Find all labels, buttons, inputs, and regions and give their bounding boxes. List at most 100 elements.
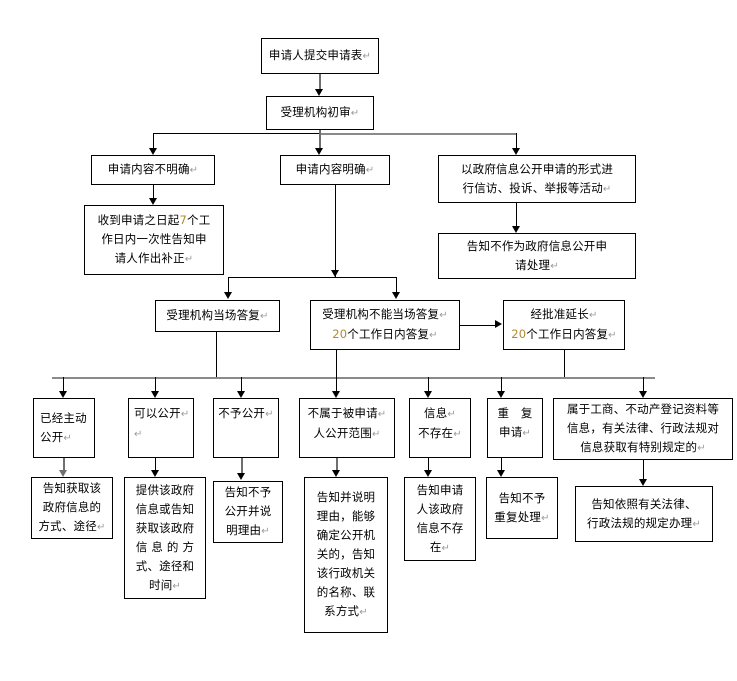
node-result-notexist-line4: 在 <box>429 539 442 554</box>
connector-duplicate-to-result <box>501 458 502 472</box>
node-not-exist-line1: 信息 <box>424 406 448 420</box>
arrowhead-to-duplicate <box>497 391 505 398</box>
pilcrow-mark: ↵ <box>550 260 559 272</box>
node-result-nopub-line2: 公开并说 <box>224 504 272 518</box>
node-no-public: 不予公开↵ <box>213 398 279 458</box>
arrowhead-clear-down <box>331 270 339 277</box>
arrowhead-submit-to-review <box>315 89 323 96</box>
node-disguised-line1: 以政府信息公开申请的形式进 <box>460 161 614 176</box>
node-duplicate-request: 重 复 申请↵ <box>487 398 543 458</box>
node-result-can-line4: 信 息 的 方 <box>135 539 195 554</box>
pilcrow-mark: ↵ <box>522 428 531 439</box>
pilcrow-mark: ↵ <box>134 429 143 440</box>
pilcrow-mark: ↵ <box>365 165 375 176</box>
node-special-reg-line1: 属于工商、不动产登记资料等 <box>566 402 720 416</box>
arrowhead-duplicate-result <box>497 470 505 477</box>
node-submit-line1: 申请人提交申请表 <box>268 48 363 62</box>
node-result-can-line6: 时间 <box>149 577 173 592</box>
pilcrow-mark: ↵ <box>692 518 701 530</box>
pilcrow-mark: ↵ <box>602 183 612 195</box>
node-result-already-line1: 告知获取该 <box>42 481 102 495</box>
pilcrow-mark: ↵ <box>180 409 190 420</box>
node-extended-days: 20 <box>511 327 527 341</box>
node-onsite-reply: 受理机构当场答复↵ <box>155 300 280 332</box>
node-result-scope-line7: 系方式 <box>324 604 360 618</box>
connector-bar-to-duplicate <box>501 377 502 393</box>
connector-not-exist-to-result <box>428 458 429 472</box>
node-already-public-line2: 公开 <box>40 429 64 444</box>
node-notgov-line2: 请处理 <box>515 257 551 272</box>
node-submit-application: 申请人提交申请表↵ <box>261 38 379 74</box>
node-extended-line2: 个工作日内答复 <box>526 327 609 341</box>
node-initial-review-line1: 受理机构初审 <box>280 105 351 119</box>
node-result-already-line2: 政府信息的 <box>42 500 102 514</box>
connector-bar-to-no-public <box>241 377 242 393</box>
node-disguised-request: 以政府信息公开申请的形式进 行信访、投诉、举报等活动↵ <box>438 155 636 203</box>
connector-notonsite-to-extended <box>460 325 496 326</box>
pilcrow-mark: ↵ <box>189 165 199 176</box>
node-notgov-line1: 告知不作为政府信息公开申 <box>466 238 608 253</box>
node-out-of-scope: 不属于被申请↵ 人公开范围↵ <box>299 398 395 458</box>
node-result-can-line1: 提供该政府 <box>135 482 195 497</box>
connector-no-public-to-result <box>241 458 243 475</box>
node-result-nopub-line1: 告知不予 <box>224 485 272 499</box>
pilcrow-mark: ↵ <box>371 429 381 440</box>
arrowhead-to-extended <box>495 320 502 328</box>
arrowhead-no-public-result <box>237 473 245 480</box>
node-result-can-line3: 获取该政府 <box>135 520 195 535</box>
node-duplicate-line2: 申请 <box>499 425 523 439</box>
node-content-clear-line1: 申请内容明确 <box>295 162 366 176</box>
node-result-nopub-line3: 明理由 <box>226 523 262 537</box>
pilcrow-mark: ↵ <box>447 409 456 420</box>
connector-clear-down <box>335 185 336 277</box>
pilcrow-mark: ↵ <box>260 311 269 322</box>
node-special-reg-line2: 信息，有关法律、行政法规对 <box>566 421 720 435</box>
node-result-not-exist: 告知申请 人该政府 信息不存 在↵ <box>404 477 476 561</box>
pilcrow-mark: ↵ <box>350 108 360 119</box>
pilcrow-mark: ↵ <box>184 254 194 265</box>
node-notonsite-line1: 受理机构不能当场答复 <box>322 307 440 321</box>
pilcrow-mark: ↵ <box>359 607 368 618</box>
node-result-already-line3: 方式、途径 <box>38 519 97 533</box>
node-extended-reply: 经批准延长↵ 20个工作日内答复↵ <box>503 300 625 350</box>
arrowhead-to-no-public <box>237 391 245 398</box>
connector-disguised-to-notgov <box>516 203 517 228</box>
node-content-unclear-line1: 申请内容不明确 <box>107 162 190 176</box>
node-result-can-line5: 式、途径和 <box>135 558 195 573</box>
node-can-public: 可以公开↵ ↵ <box>128 398 194 458</box>
node-out-of-scope-line1: 不属于被申请 <box>307 406 378 420</box>
connector-fanout-bar-level3 <box>228 277 396 278</box>
node-result-can-line2: 信息或告知 <box>135 501 195 516</box>
arrowhead-to-can-public <box>151 391 159 398</box>
node-result-out-of-scope: 告知并说明 理由，能够 确定公开机 关的，告知 该行政机关 的名称、联 系方式↵ <box>304 477 388 633</box>
connector-bar-to-out-of-scope <box>336 377 337 393</box>
node-result-scope-line1: 告知并说明 <box>316 490 376 504</box>
connector-extended-down <box>564 350 565 378</box>
node-result-can-public: 提供该政府 信息或告知 获取该政府 信 息 的 方 式、途径和 时间↵ <box>124 477 206 599</box>
node-result-duplicate: 告知不予 重复处理↵ <box>486 477 558 539</box>
connector-fanout-to-onsite <box>228 277 229 294</box>
node-can-public-line1: 可以公开 <box>134 406 181 420</box>
connector-bar-to-can-public <box>155 377 156 393</box>
node-correction-days: 7 <box>179 213 188 227</box>
node-result-dup-line2: 重复处理 <box>494 509 542 524</box>
node-not-onsite-reply: 受理机构不能当场答复↵ 20个工作日内答复↵ <box>310 300 460 350</box>
connector-unclear-to-correction <box>153 185 154 200</box>
connector-bar-to-already-public <box>63 377 64 393</box>
node-correction-notice: 收到申请之日起7个工 作日内一次性告知申 请人作出补正↵ <box>84 205 224 275</box>
pilcrow-mark: ↵ <box>96 522 106 533</box>
connector-notonsite-down <box>336 350 337 378</box>
pilcrow-mark: ↵ <box>261 526 270 537</box>
arrowhead-to-special-reg <box>639 391 647 398</box>
connector-out-of-scope-to-result <box>336 458 338 472</box>
connector-fanout-bar-level1-right <box>319 133 516 135</box>
connector-review-drop <box>319 130 321 134</box>
node-correction-line1a: 收到申请之日起 <box>97 213 180 227</box>
node-extended-line1: 经批准延长 <box>530 307 589 321</box>
connector-submit-to-review <box>319 74 321 91</box>
arrowhead-to-onsite <box>224 292 232 299</box>
arrowhead-not-exist-result <box>424 470 432 477</box>
node-no-public-line1: 不予公开 <box>218 406 266 420</box>
arrowhead-to-already-public <box>59 391 67 398</box>
node-not-gov-info: 告知不作为政府信息公开申 请处理↵ <box>438 233 636 279</box>
